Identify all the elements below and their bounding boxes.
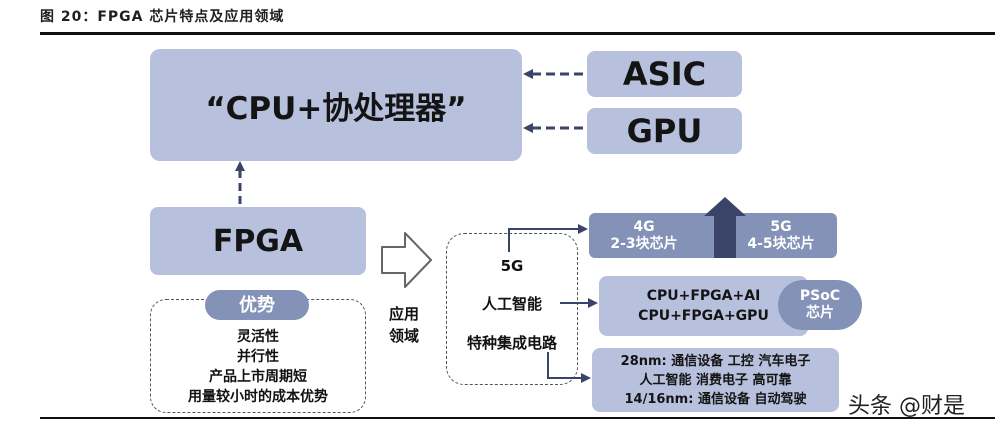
advantage-item: 并行性 bbox=[237, 349, 279, 365]
ai-combos-box: CPU+FPGA+AI CPU+FPGA+GPU bbox=[599, 276, 808, 336]
cpu-coprocessor-label: “CPU+协处理器” bbox=[205, 90, 467, 127]
special-ic-item: 14/16nm: 通信设备 自动驾驶 bbox=[624, 391, 807, 407]
domain-label-line: 领域 bbox=[388, 327, 419, 345]
chip-5g-title: 5G bbox=[770, 218, 792, 235]
ai-combo-item: CPU+FPGA+AI bbox=[646, 288, 761, 304]
special-ic-item: 人工智能 消费电子 高可靠 bbox=[639, 372, 792, 388]
psoc-title: PSoC bbox=[799, 288, 841, 304]
domain-5g: 5G bbox=[500, 257, 524, 275]
chip-4g-box bbox=[589, 213, 837, 258]
asic-label: ASIC bbox=[622, 55, 707, 93]
advantages-list: 灵活性 并行性 产品上市周期短 用量较小时的成本优势 bbox=[150, 324, 366, 410]
gpu-label: GPU bbox=[626, 112, 703, 150]
special-ic-item: 28nm: 通信设备 工控 汽车电子 bbox=[620, 353, 811, 369]
domains-panel bbox=[446, 233, 578, 385]
growth-up-arrow bbox=[704, 197, 746, 258]
5g-connector bbox=[508, 224, 588, 252]
cpu-coprocessor-box: “CPU+协处理器” bbox=[150, 49, 522, 161]
asic-box: ASIC bbox=[587, 51, 742, 97]
advantage-item: 产品上市周期短 bbox=[209, 369, 307, 385]
gpu-box: GPU bbox=[587, 108, 742, 154]
advantage-item: 灵活性 bbox=[237, 329, 279, 345]
bottom-rule bbox=[40, 417, 995, 419]
chip-5g: 5G 4-5块芯片 bbox=[725, 213, 837, 258]
chip-4g-title: 4G bbox=[633, 218, 655, 235]
advantages-badge: 优势 bbox=[205, 290, 309, 320]
title-rule bbox=[40, 32, 995, 35]
fpga-box: FPGA bbox=[150, 207, 366, 275]
psoc-badge: PSoC 芯片 bbox=[778, 280, 862, 330]
advantages-badge-label: 优势 bbox=[239, 294, 275, 316]
chip-4g-count: 2-3块芯片 bbox=[610, 235, 678, 252]
advantage-item: 用量较小时的成本优势 bbox=[188, 389, 328, 405]
fpga-label: FPGA bbox=[212, 223, 304, 259]
psoc-sub: 芯片 bbox=[806, 305, 834, 321]
ai-combo-item: CPU+FPGA+GPU bbox=[638, 308, 769, 324]
special-ic-box: 28nm: 通信设备 工控 汽车电子 人工智能 消费电子 高可靠 14/16nm… bbox=[592, 348, 839, 412]
chip-5g-count: 4-5块芯片 bbox=[747, 235, 815, 252]
watermark: 头条 @财是 bbox=[848, 394, 965, 419]
domain-ai: 人工智能 bbox=[481, 295, 542, 313]
application-domain-label: 应用 领域 bbox=[374, 300, 434, 350]
domain-label-line: 应用 bbox=[388, 305, 419, 323]
special-ic-connector bbox=[547, 352, 591, 383]
figure-title: 图 20：FPGA 芯片特点及应用领域 bbox=[40, 9, 285, 25]
domain-special-ic: 特种集成电路 bbox=[466, 334, 557, 352]
hollow-block-arrow bbox=[381, 232, 432, 288]
chip-4g: 4G 2-3块芯片 bbox=[589, 213, 699, 258]
